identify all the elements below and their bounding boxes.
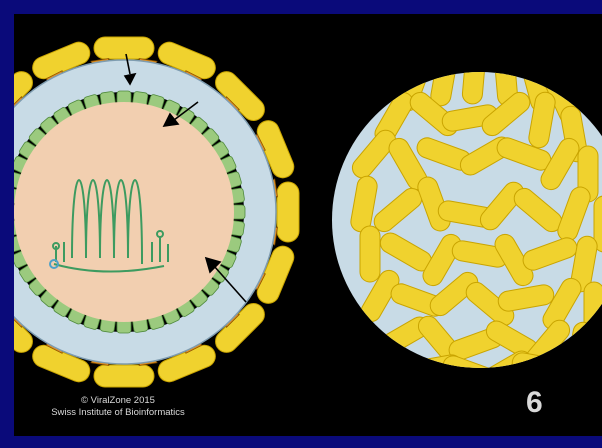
credit-line-1: © ViralZone 2015 [18,395,218,407]
surface-capsomer [360,226,380,282]
outer-spike [94,37,154,59]
credit-line-2: Swiss Institute of Bioinformatics [18,407,218,419]
virion-cross-section [14,37,299,387]
surface-capsomer [584,282,602,338]
surface-capsomer [511,351,570,380]
virion-figure [14,14,602,436]
outer-spike [94,365,154,387]
credit-text: © ViralZone 2015 Swiss Institute of Bioi… [18,395,218,419]
core [14,102,234,322]
surface-capsomer [462,47,487,105]
figure-panel: © ViralZone 2015 Swiss Institute of Bioi… [14,14,602,436]
capsomer-layer [348,47,602,392]
virion-surface-view [332,47,602,392]
outer-spike [277,182,299,242]
page-number: 6 [526,386,543,420]
